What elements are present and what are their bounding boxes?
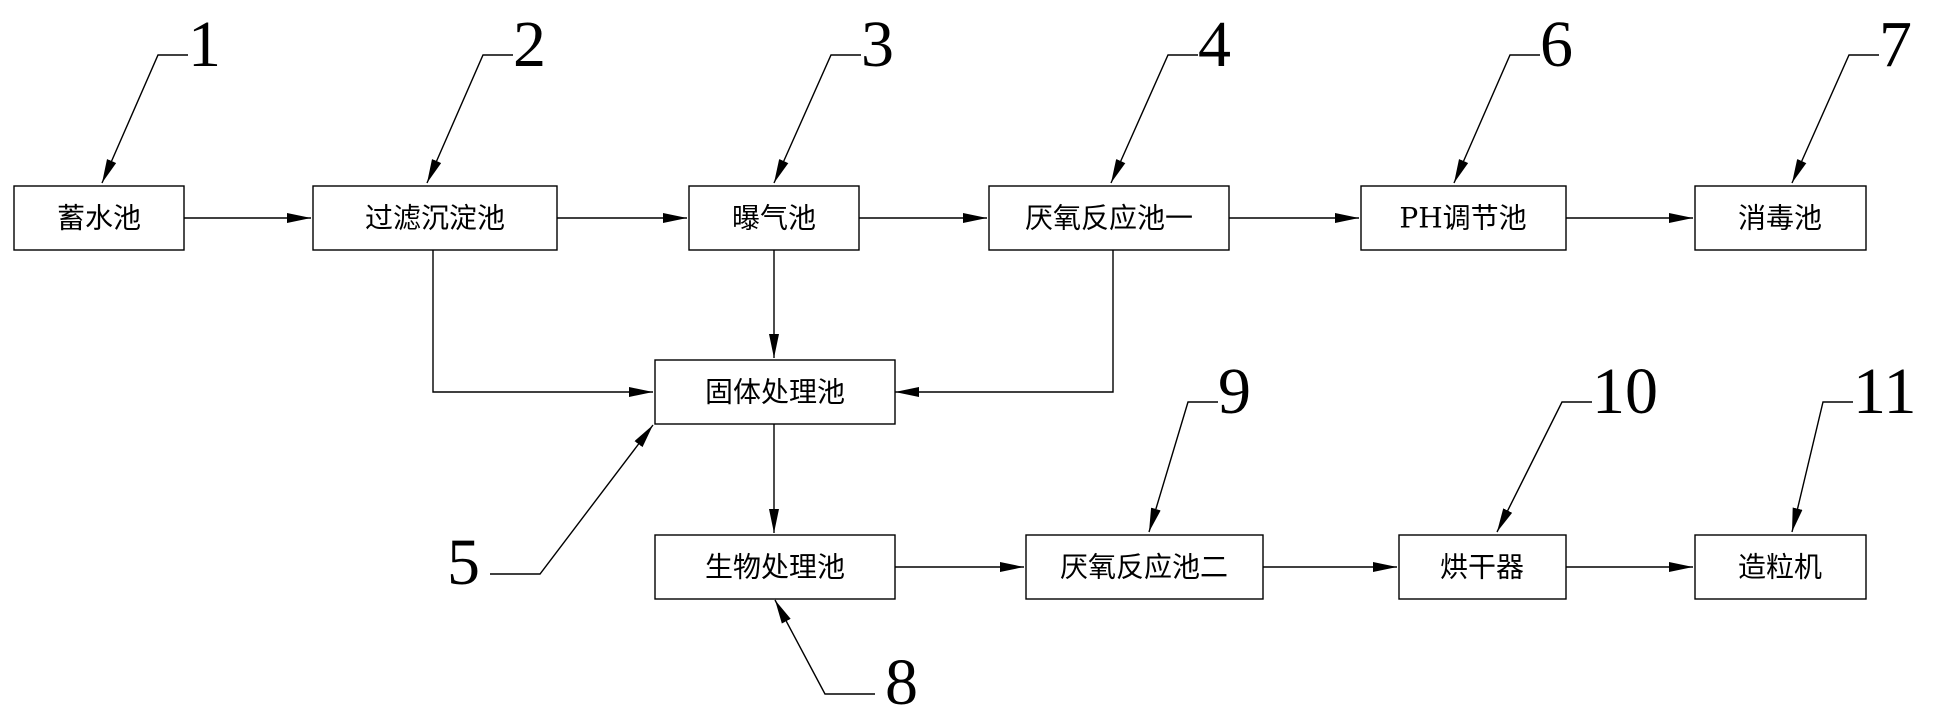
node-dryer: 烘干器 bbox=[1398, 534, 1567, 600]
leader-4 bbox=[1110, 54, 1198, 184]
node-aeration-tank-label: 曝气池 bbox=[732, 202, 816, 235]
leader-3 bbox=[773, 54, 861, 184]
node-ph-adjust-tank-label: PH调节池 bbox=[1399, 202, 1526, 235]
node-disinfection-tank: 消毒池 bbox=[1694, 185, 1867, 251]
node-reservoir-label: 蓄水池 bbox=[57, 202, 141, 235]
flow-connectors bbox=[184, 213, 1693, 572]
node-ph-adjust-tank: PH调节池 bbox=[1360, 185, 1567, 251]
node-filter-settling-tank: 过滤沉淀池 bbox=[312, 185, 558, 251]
node-anaerobic-reactor-1-label: 厌氧反应池一 bbox=[1025, 202, 1193, 235]
callout-6: 6 bbox=[1540, 8, 1573, 81]
callout-5: 5 bbox=[447, 526, 480, 599]
callout-8: 8 bbox=[885, 646, 918, 717]
callout-numbers: 1 2 3 4 6 7 9 10 11 5 8 bbox=[188, 8, 1917, 717]
node-anaerobic-reactor-1: 厌氧反应池一 bbox=[988, 185, 1230, 251]
node-granulator: 造粒机 bbox=[1694, 534, 1867, 600]
callout-1: 1 bbox=[188, 8, 221, 81]
node-anaerobic-reactor-2: 厌氧反应池二 bbox=[1025, 534, 1264, 600]
node-solids-treatment-tank: 固体处理池 bbox=[654, 359, 896, 425]
callout-11: 11 bbox=[1853, 355, 1917, 428]
leader-2 bbox=[426, 54, 513, 184]
edge-n4-n5 bbox=[895, 250, 1114, 397]
leader-7 bbox=[1791, 54, 1879, 184]
node-disinfection-tank-label: 消毒池 bbox=[1738, 202, 1822, 235]
leader-6 bbox=[1453, 54, 1540, 184]
leader-11 bbox=[1791, 401, 1853, 533]
node-filter-settling-tank-label: 过滤沉淀池 bbox=[365, 202, 505, 235]
node-anaerobic-reactor-2-label: 厌氧反应池二 bbox=[1060, 551, 1228, 584]
node-reservoir: 蓄水池 bbox=[13, 185, 185, 251]
callout-9: 9 bbox=[1218, 355, 1251, 428]
node-bio-treatment-tank-label: 生物处理池 bbox=[705, 551, 845, 584]
node-solids-treatment-tank-label: 固体处理池 bbox=[705, 376, 845, 409]
leader-10 bbox=[1496, 401, 1592, 533]
callout-10: 10 bbox=[1592, 355, 1658, 428]
callout-7: 7 bbox=[1879, 8, 1912, 81]
callout-3: 3 bbox=[861, 8, 894, 81]
callout-4: 4 bbox=[1198, 8, 1231, 81]
node-dryer-label: 烘干器 bbox=[1440, 551, 1524, 584]
callout-leaders bbox=[101, 54, 1879, 695]
edge-n2-n5 bbox=[432, 250, 653, 397]
leader-5 bbox=[490, 424, 654, 575]
node-bio-treatment-tank: 生物处理池 bbox=[654, 534, 896, 600]
leader-8 bbox=[774, 599, 875, 695]
node-aeration-tank: 曝气池 bbox=[688, 185, 860, 251]
leader-9 bbox=[1148, 401, 1218, 533]
node-granulator-label: 造粒机 bbox=[1738, 551, 1822, 584]
leader-1 bbox=[101, 54, 188, 184]
callout-2: 2 bbox=[513, 8, 546, 81]
